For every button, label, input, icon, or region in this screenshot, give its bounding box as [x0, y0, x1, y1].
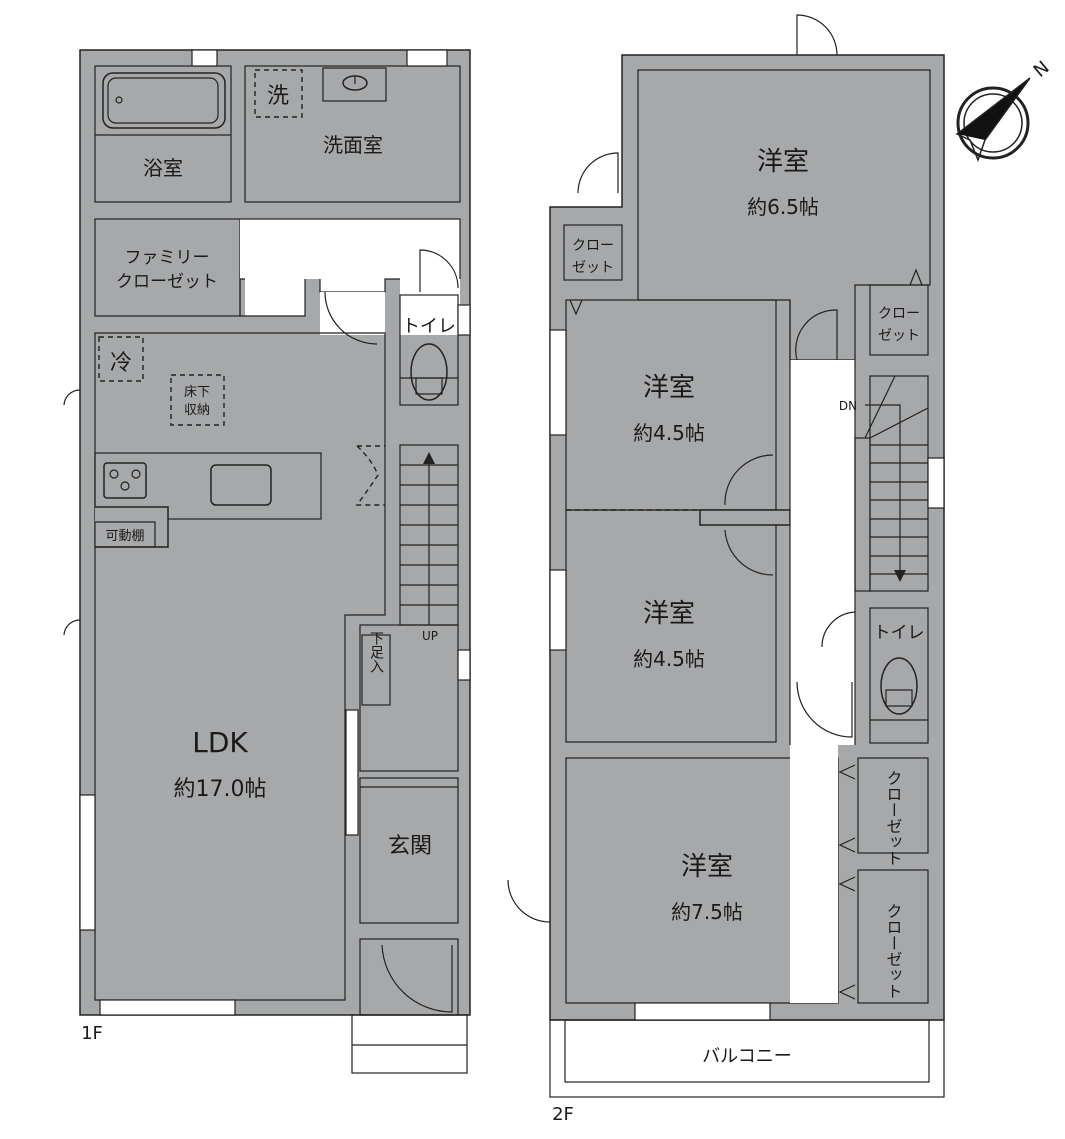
door-western-7-5[interactable]	[796, 681, 853, 738]
toilet-1f-label: トイレ	[402, 316, 456, 337]
adjustable-shelf	[94, 521, 156, 548]
up-arrow-icon	[423, 452, 435, 464]
labels: 浴室 洗面室 洗 ファミリー クローゼット トイレ 冷 床下 収納 可動棚 LD…	[81, 84, 924, 1125]
family-closet-label-1: ファミリー	[125, 248, 210, 268]
wash-basin	[322, 67, 387, 102]
toilet-icon	[410, 343, 448, 401]
north-label: N	[1030, 57, 1054, 82]
closet-c-label: クローゼット	[884, 770, 903, 866]
toilet-1f	[399, 294, 459, 406]
closet-c	[857, 757, 929, 854]
floor-2f	[507, 14, 945, 1098]
floor-1f	[63, 49, 471, 1074]
bath-room	[94, 65, 232, 203]
western-4-5b-area: 約4.5帖	[633, 647, 705, 671]
entrance-label: 玄関	[388, 834, 432, 859]
door-top[interactable]	[796, 14, 838, 56]
hallway-1f	[359, 624, 459, 772]
dn-label: DN	[839, 399, 857, 413]
sink-icon	[210, 464, 272, 506]
bath-label: 浴室	[143, 156, 183, 180]
entrance-room	[359, 777, 459, 924]
underfloor-label-1: 床下	[184, 385, 210, 400]
closet-a-label-2: ゼット	[572, 260, 614, 276]
closet-a-label-1: クロー	[572, 238, 614, 254]
western-4-5b-label: 洋室	[643, 599, 695, 629]
washer-symbol: 洗	[267, 84, 289, 109]
swing-door-icon	[355, 445, 385, 506]
western-4-5a-area: 約4.5帖	[633, 421, 705, 445]
door-ldk[interactable]	[324, 291, 378, 345]
floor-2f-label: 2F	[552, 1104, 574, 1125]
toilet-2f	[869, 607, 929, 744]
kitchen-counter	[94, 452, 322, 520]
floor-1f-label: 1F	[81, 1023, 103, 1044]
balcony-label: バルコニー	[702, 1046, 792, 1067]
shoe-storage	[361, 634, 391, 706]
washroom	[244, 65, 461, 203]
closet-b	[869, 284, 929, 356]
closet-a	[563, 224, 623, 281]
down-arrow-icon	[894, 570, 906, 582]
door-western-4-5-a[interactable]	[724, 454, 774, 506]
closet-d	[857, 869, 929, 1004]
family-closet-label-2: クローゼット	[116, 272, 218, 292]
door-western-6-5[interactable]	[795, 309, 838, 361]
closet-d-label: クローゼット	[884, 903, 903, 999]
stove-icon	[103, 462, 147, 499]
adjustable-shelf-label: 可動棚	[105, 529, 144, 544]
fridge-symbol: 冷	[110, 351, 132, 376]
hallway-2f	[790, 360, 855, 1003]
western-7-5-label: 洋室	[681, 852, 733, 882]
window	[191, 49, 218, 67]
western-6-5-label: 洋室	[757, 147, 809, 177]
front-door[interactable]	[381, 944, 453, 1013]
ldk-room	[94, 332, 386, 1001]
underfloor-label-2: 収納	[184, 403, 210, 418]
shoe-storage-label: 下足入	[368, 631, 384, 673]
western-6-5-area: 約6.5帖	[747, 195, 819, 219]
washroom-label: 洗面室	[323, 133, 383, 157]
bathtub-icon	[102, 72, 226, 129]
western-4-5a-label: 洋室	[643, 373, 695, 403]
door-western-4-5-b[interactable]	[724, 529, 774, 576]
closet-b-label-2: ゼット	[878, 328, 920, 344]
door-toilet-2f[interactable]	[821, 611, 856, 648]
up-label: UP	[422, 629, 438, 643]
western-7-5-area: 約7.5帖	[671, 900, 743, 924]
toilet-2f-label: トイレ	[874, 623, 925, 643]
toilet-icon-2f	[880, 657, 918, 715]
closet-b-label-1: クロー	[878, 306, 920, 322]
north-arrow-icon: N	[955, 57, 1054, 163]
door-toilet-1f[interactable]	[419, 249, 459, 292]
entrance-step	[351, 1014, 468, 1074]
ldk-area: 約17.0帖	[174, 777, 267, 802]
ldk-label: LDK	[192, 726, 248, 759]
